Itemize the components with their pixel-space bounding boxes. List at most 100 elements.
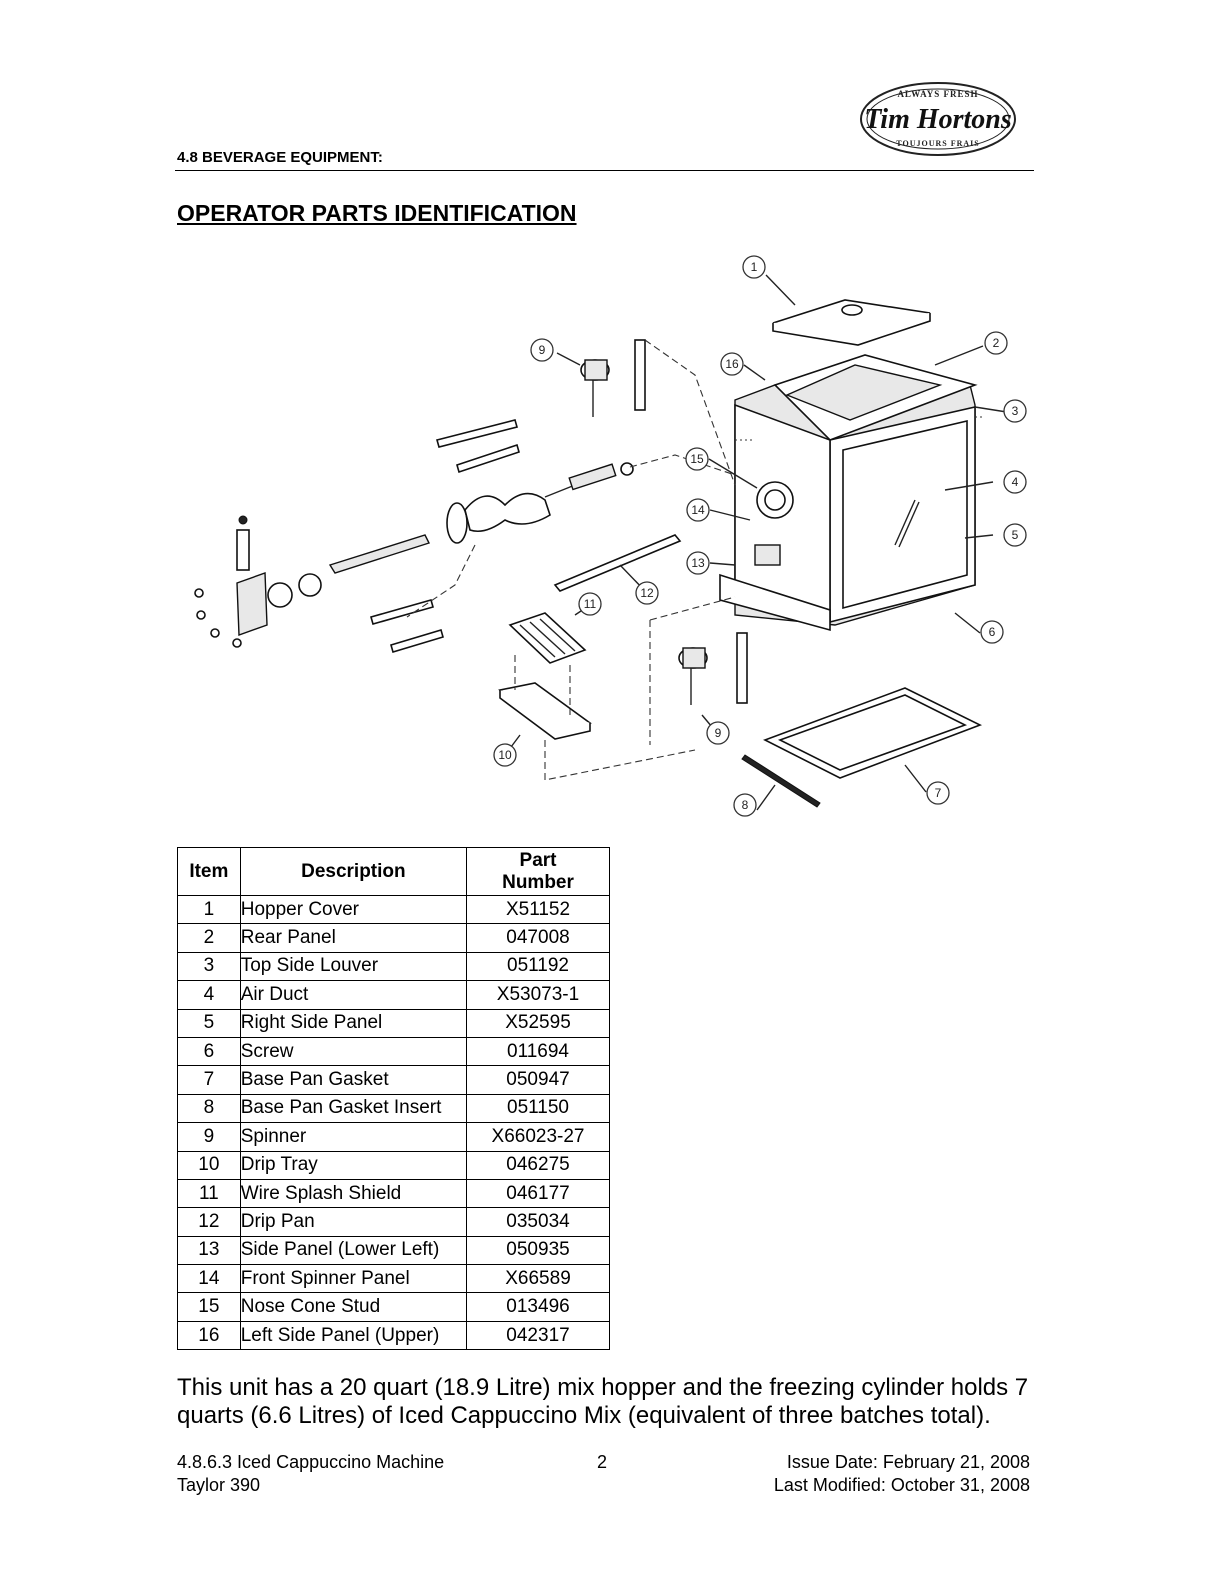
callout-9-lower: 9 (706, 721, 730, 745)
base-pan-gasket (763, 687, 983, 779)
parts-diagram: 1 2 3 4 5 6 7 8 9 9 10 11 12 13 14 15 16 (194, 255, 1027, 817)
callout-16: 16 (720, 352, 744, 376)
callout-9-upper: 9 (530, 338, 554, 362)
item-description: Rear Panel (239, 923, 468, 953)
callout-5: 5 (1003, 523, 1027, 547)
capacity-paragraph: This unit has a 20 quart (18.9 Litre) mi… (177, 1374, 1029, 1429)
tim-hortons-logo: ALWAYS FRESH Tim Hortons TOUJOURS FRAIS (860, 82, 1016, 156)
svg-text:8: 8 (742, 798, 749, 812)
callout-6: 6 (980, 620, 1004, 644)
item-part-number: 051192 (466, 951, 610, 982)
item-number: 6 (177, 1036, 241, 1067)
page-title: OPERATOR PARTS IDENTIFICATION (177, 200, 577, 226)
svg-text:ALWAYS FRESH: ALWAYS FRESH (897, 89, 978, 99)
svg-text:Tim Hortons: Tim Hortons (864, 104, 1012, 135)
header-part-number-line2: Number (502, 871, 574, 893)
callout-1: 1 (742, 255, 766, 279)
svg-text:7: 7 (935, 786, 942, 800)
auger-assembly (328, 462, 634, 574)
item-part-number: 050947 (466, 1065, 610, 1095)
header-item: Item (177, 847, 241, 896)
footer-left-line2: Taylor 390 (177, 1475, 261, 1495)
footer-last-modified: Last Modified: October 31, 2008 (773, 1475, 1030, 1495)
section-heading: 4.8 BEVERAGE EQUIPMENT: (177, 149, 383, 166)
item-part-number: 047008 (466, 923, 610, 953)
item-part-number: X52595 (466, 1008, 610, 1038)
table-header-row: Item Description Part Number (177, 847, 610, 896)
freezer-door (194, 515, 322, 648)
item-description: Spinner (239, 1122, 468, 1152)
item-description: Base Pan Gasket Insert (239, 1093, 468, 1124)
svg-text:9: 9 (715, 726, 722, 740)
item-number: 11 (177, 1178, 241, 1209)
svg-text:2: 2 (993, 336, 1000, 350)
item-part-number: 035034 (466, 1207, 610, 1237)
item-number: 12 (177, 1207, 241, 1237)
item-description: Hopper Cover (239, 894, 468, 925)
header-description: Description (239, 847, 468, 896)
drip-pan (553, 534, 682, 592)
item-number: 7 (177, 1065, 241, 1095)
item-number: 2 (177, 923, 241, 953)
item-number: 15 (177, 1292, 241, 1322)
svg-text:14: 14 (691, 503, 705, 517)
gasket-insert (741, 754, 821, 808)
item-part-number: 051150 (466, 1093, 610, 1124)
item-description: Air Duct (239, 980, 468, 1010)
item-description: Right Side Panel (239, 1008, 468, 1038)
drip-tray (498, 682, 592, 740)
item-part-number: 046275 (466, 1150, 610, 1180)
svg-text:6: 6 (989, 625, 996, 639)
callout-3: 3 (1003, 399, 1027, 423)
item-part-number: X66589 (466, 1264, 610, 1294)
callout-14: 14 (686, 498, 710, 522)
item-description: Nose Cone Stud (239, 1292, 468, 1322)
item-description: Wire Splash Shield (239, 1178, 468, 1209)
item-part-number: 042317 (466, 1320, 610, 1351)
header-part-number: Part Number (466, 847, 610, 896)
item-number: 9 (177, 1122, 241, 1152)
item-part-number: 011694 (466, 1036, 610, 1067)
svg-text:12: 12 (640, 586, 654, 600)
callout-2: 2 (984, 331, 1008, 355)
svg-text:3: 3 (1012, 404, 1019, 418)
item-part-number: X51152 (466, 894, 610, 925)
item-number: 13 (177, 1235, 241, 1266)
svg-text:5: 5 (1012, 528, 1019, 542)
item-part-number: 050935 (466, 1235, 610, 1266)
callout-11: 11 (578, 592, 602, 616)
footer-left-line1: 4.8.6.3 Iced Cappuccino Machine (177, 1452, 445, 1472)
footer-issue-date: Issue Date: February 21, 2008 (786, 1452, 1030, 1472)
header-part-number-line1: Part (519, 849, 557, 871)
svg-text:10: 10 (498, 748, 512, 762)
item-description: Side Panel (Lower Left) (239, 1235, 468, 1266)
svg-text:13: 13 (691, 556, 705, 570)
item-number: 10 (177, 1150, 241, 1180)
spinner-upper (580, 339, 646, 417)
svg-text:4: 4 (1012, 475, 1019, 489)
item-number: 8 (177, 1093, 241, 1124)
item-part-number: 046177 (466, 1178, 610, 1209)
callout-10: 10 (493, 743, 517, 767)
item-number: 16 (177, 1320, 241, 1351)
callout-15: 15 (685, 447, 709, 471)
item-number: 3 (177, 951, 241, 982)
callout-4: 4 (1003, 470, 1027, 494)
brackets (370, 419, 520, 653)
spinner-lower (678, 632, 748, 705)
